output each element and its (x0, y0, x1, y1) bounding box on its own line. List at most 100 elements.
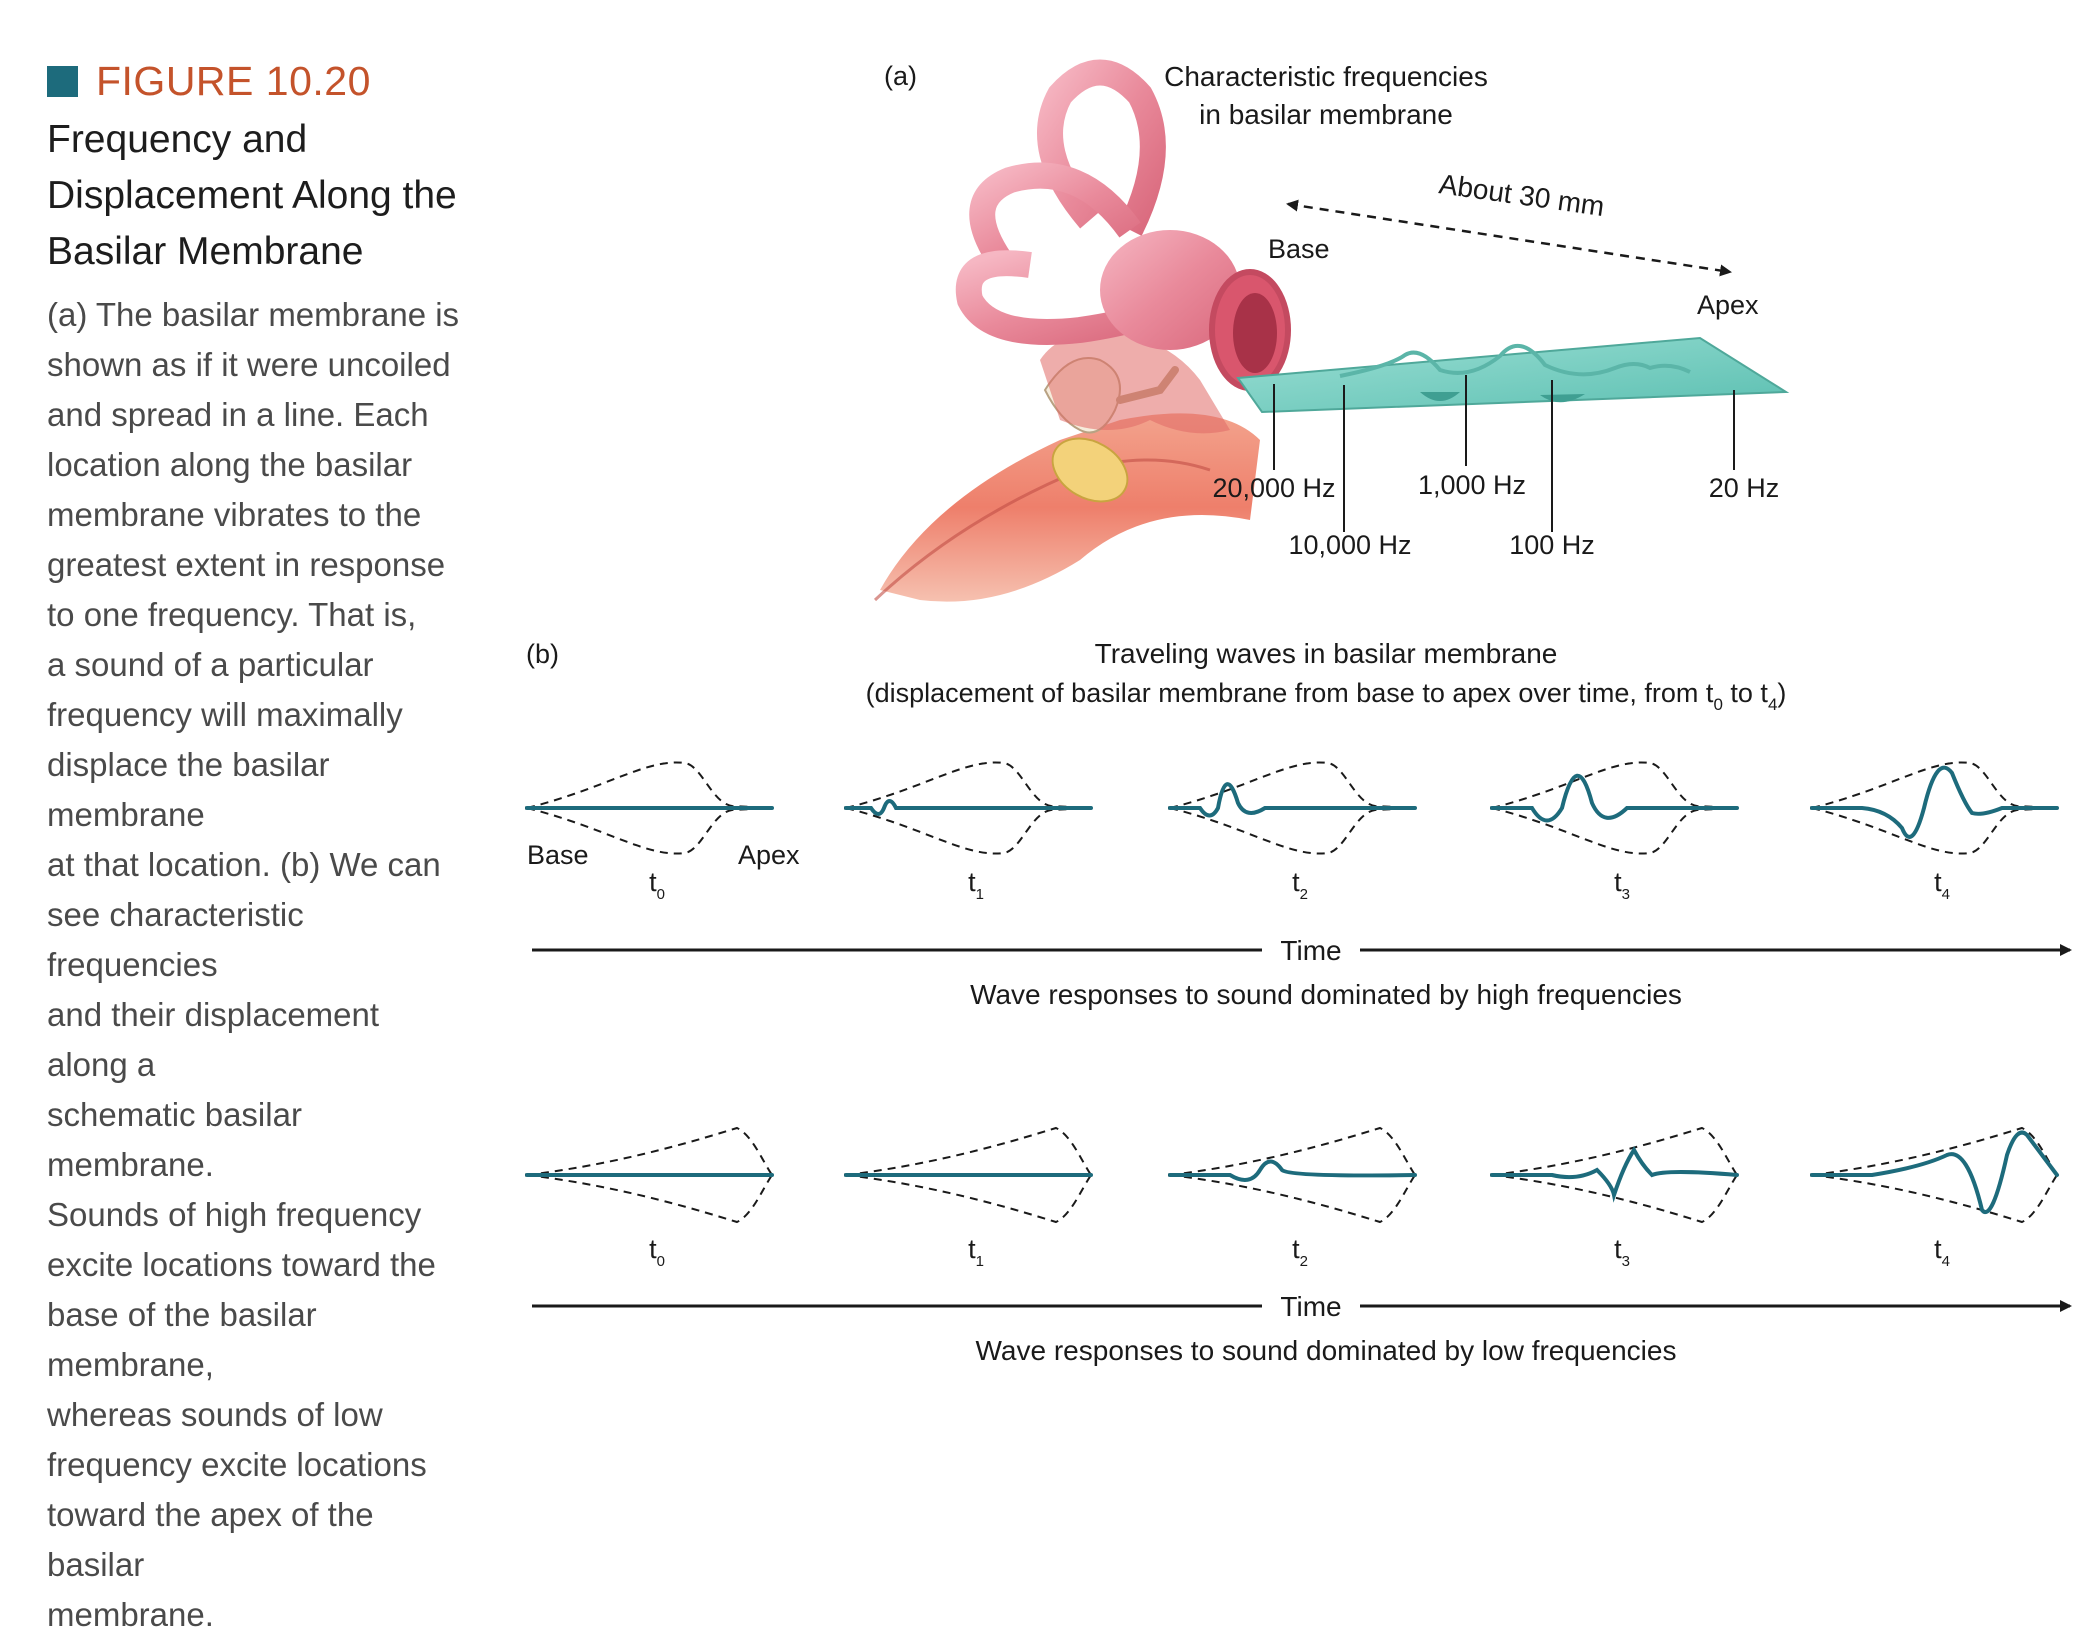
subtitle-sub: 4 (1768, 695, 1777, 714)
time-step-sub: 2 (1300, 886, 1308, 903)
body-line: membrane. (47, 1596, 214, 1633)
wave-panel: t0 (525, 1126, 774, 1270)
envelope-line (1811, 1174, 2058, 1224)
length-arrow (1286, 199, 1732, 277)
panel-b-label: (b) (526, 639, 559, 669)
subtitle-text: ) (1777, 678, 1786, 708)
inner-ear-illustration (873, 59, 1291, 602)
envelope-line (1491, 807, 1738, 855)
body-line: and spread in a line. Each (47, 396, 429, 433)
time-label: Time (1280, 1291, 1341, 1322)
panel-b: (b) Traveling waves in basilar membrane … (525, 638, 2072, 1366)
time-step-letter: t (649, 1234, 657, 1264)
low-frequency-caption: Wave responses to sound dominated by low… (976, 1335, 1677, 1366)
wave-line (1490, 773, 1739, 823)
panel-a-title-line: in basilar membrane (1199, 99, 1453, 130)
wave-line (1490, 1146, 1739, 1203)
body-line: toward the apex of the basilar (47, 1496, 374, 1583)
time-step-letter: t (1934, 1234, 1942, 1264)
body-line: a sound of a particular (47, 646, 374, 683)
time-step-sub: 2 (1300, 1253, 1308, 1270)
time-step-label: t4 (1934, 1234, 1950, 1270)
wave-line (1168, 1159, 1417, 1182)
envelope-line (1169, 1126, 1416, 1176)
time-step-sub: 1 (976, 1253, 984, 1270)
body-line: frequency excite locations (47, 1446, 427, 1483)
time-step-letter: t (649, 867, 657, 897)
time-label: Time (1280, 935, 1341, 966)
time-step-letter: t (1934, 867, 1942, 897)
body-line: and their displacement along a (47, 996, 380, 1083)
panel-a-title-line: Characteristic frequencies (1164, 61, 1488, 92)
wave-panel: t1 (844, 1126, 1093, 1270)
figure-title-line: Frequency and (47, 118, 308, 161)
body-line: greatest extent in response (47, 546, 446, 583)
wave-panel: t3 (1490, 1126, 1739, 1270)
time-step-label: t1 (968, 1234, 984, 1270)
time-step-sub: 0 (657, 1253, 665, 1270)
wave-panel: t4 (1810, 1126, 2059, 1270)
freq-label-20: 20 Hz (1709, 473, 1780, 503)
envelope-line (526, 1174, 773, 1224)
time-step-label: t2 (1292, 1234, 1308, 1270)
body-line: to one frequency. That is, (47, 596, 417, 633)
wave-panel: t2 (1168, 1126, 1417, 1270)
wave-panel: t4 (1810, 761, 2059, 903)
time-step-label: t3 (1614, 867, 1630, 903)
time-step-label: t1 (968, 867, 984, 903)
time-step-sub: 4 (1942, 886, 1950, 903)
row-apex-label: Apex (738, 840, 800, 870)
figure-svg: (a) Characteristic frequencies in basila… (525, 59, 2072, 1366)
envelope-line (526, 807, 773, 855)
time-step-letter: t (1292, 1234, 1300, 1264)
basilar-membrane (1236, 336, 1790, 414)
time-step-letter: t (968, 1234, 976, 1264)
panel-b-title: Traveling waves in basilar membrane (1095, 638, 1558, 669)
body-line: location along the basilar (47, 446, 413, 483)
base-label: Base (1268, 234, 1330, 264)
wave-line (1168, 782, 1417, 818)
figure-title: Frequency and Displacement Along the Bas… (47, 112, 467, 280)
time-step-letter: t (1614, 867, 1622, 897)
envelope-line (1491, 1126, 1738, 1176)
figure-square-icon (47, 65, 78, 97)
figure-title-line: Basilar Membrane (47, 230, 364, 273)
wave-panel: t3 (1490, 761, 1739, 903)
envelope-line (526, 761, 773, 809)
time-step-sub: 3 (1622, 886, 1630, 903)
panel-a-label: (a) (884, 61, 917, 91)
time-step-label: t3 (1614, 1234, 1630, 1270)
freq-label-10000: 10,000 Hz (1288, 530, 1411, 560)
wave-line (1810, 765, 2059, 839)
envelope-line (1811, 1126, 2058, 1176)
time-step-letter: t (968, 867, 976, 897)
freq-label-1000: 1,000 Hz (1418, 470, 1526, 500)
envelope-line (1811, 761, 2058, 809)
envelope-line (845, 761, 1092, 809)
figure-title-line: Displacement Along the (47, 174, 457, 217)
figure-label: FIGURE 10.20 (96, 57, 371, 104)
row-base-label: Base (527, 840, 589, 870)
subtitle-text: (displacement of basilar membrane from b… (866, 678, 1714, 708)
panel-a: (a) Characteristic frequencies in basila… (873, 59, 1790, 602)
body-line: displace the basilar membrane (47, 746, 330, 833)
wave-line (1810, 1130, 2059, 1214)
wave-panel: t0 (525, 761, 774, 903)
envelope-line (845, 1126, 1092, 1176)
time-step-letter: t (1614, 1234, 1622, 1264)
body-line: see characteristic frequencies (47, 896, 304, 983)
envelope-line (1169, 807, 1416, 855)
time-step-label: t4 (1934, 867, 1950, 903)
length-label: About 30 mm (1437, 168, 1606, 222)
figure-header: FIGURE 10.20 (47, 56, 467, 106)
envelope-line (1811, 807, 2058, 855)
high-frequency-caption: Wave responses to sound dominated by hig… (970, 979, 1682, 1010)
wave-panel: t1 (844, 761, 1093, 903)
body-line: Sounds of high frequency (47, 1196, 422, 1233)
apex-label: Apex (1697, 290, 1759, 320)
time-step-sub: 3 (1622, 1253, 1630, 1270)
body-line: frequency will maximally (47, 696, 403, 733)
time-step-sub: 4 (1942, 1253, 1950, 1270)
wave-panel: t2 (1168, 761, 1417, 903)
